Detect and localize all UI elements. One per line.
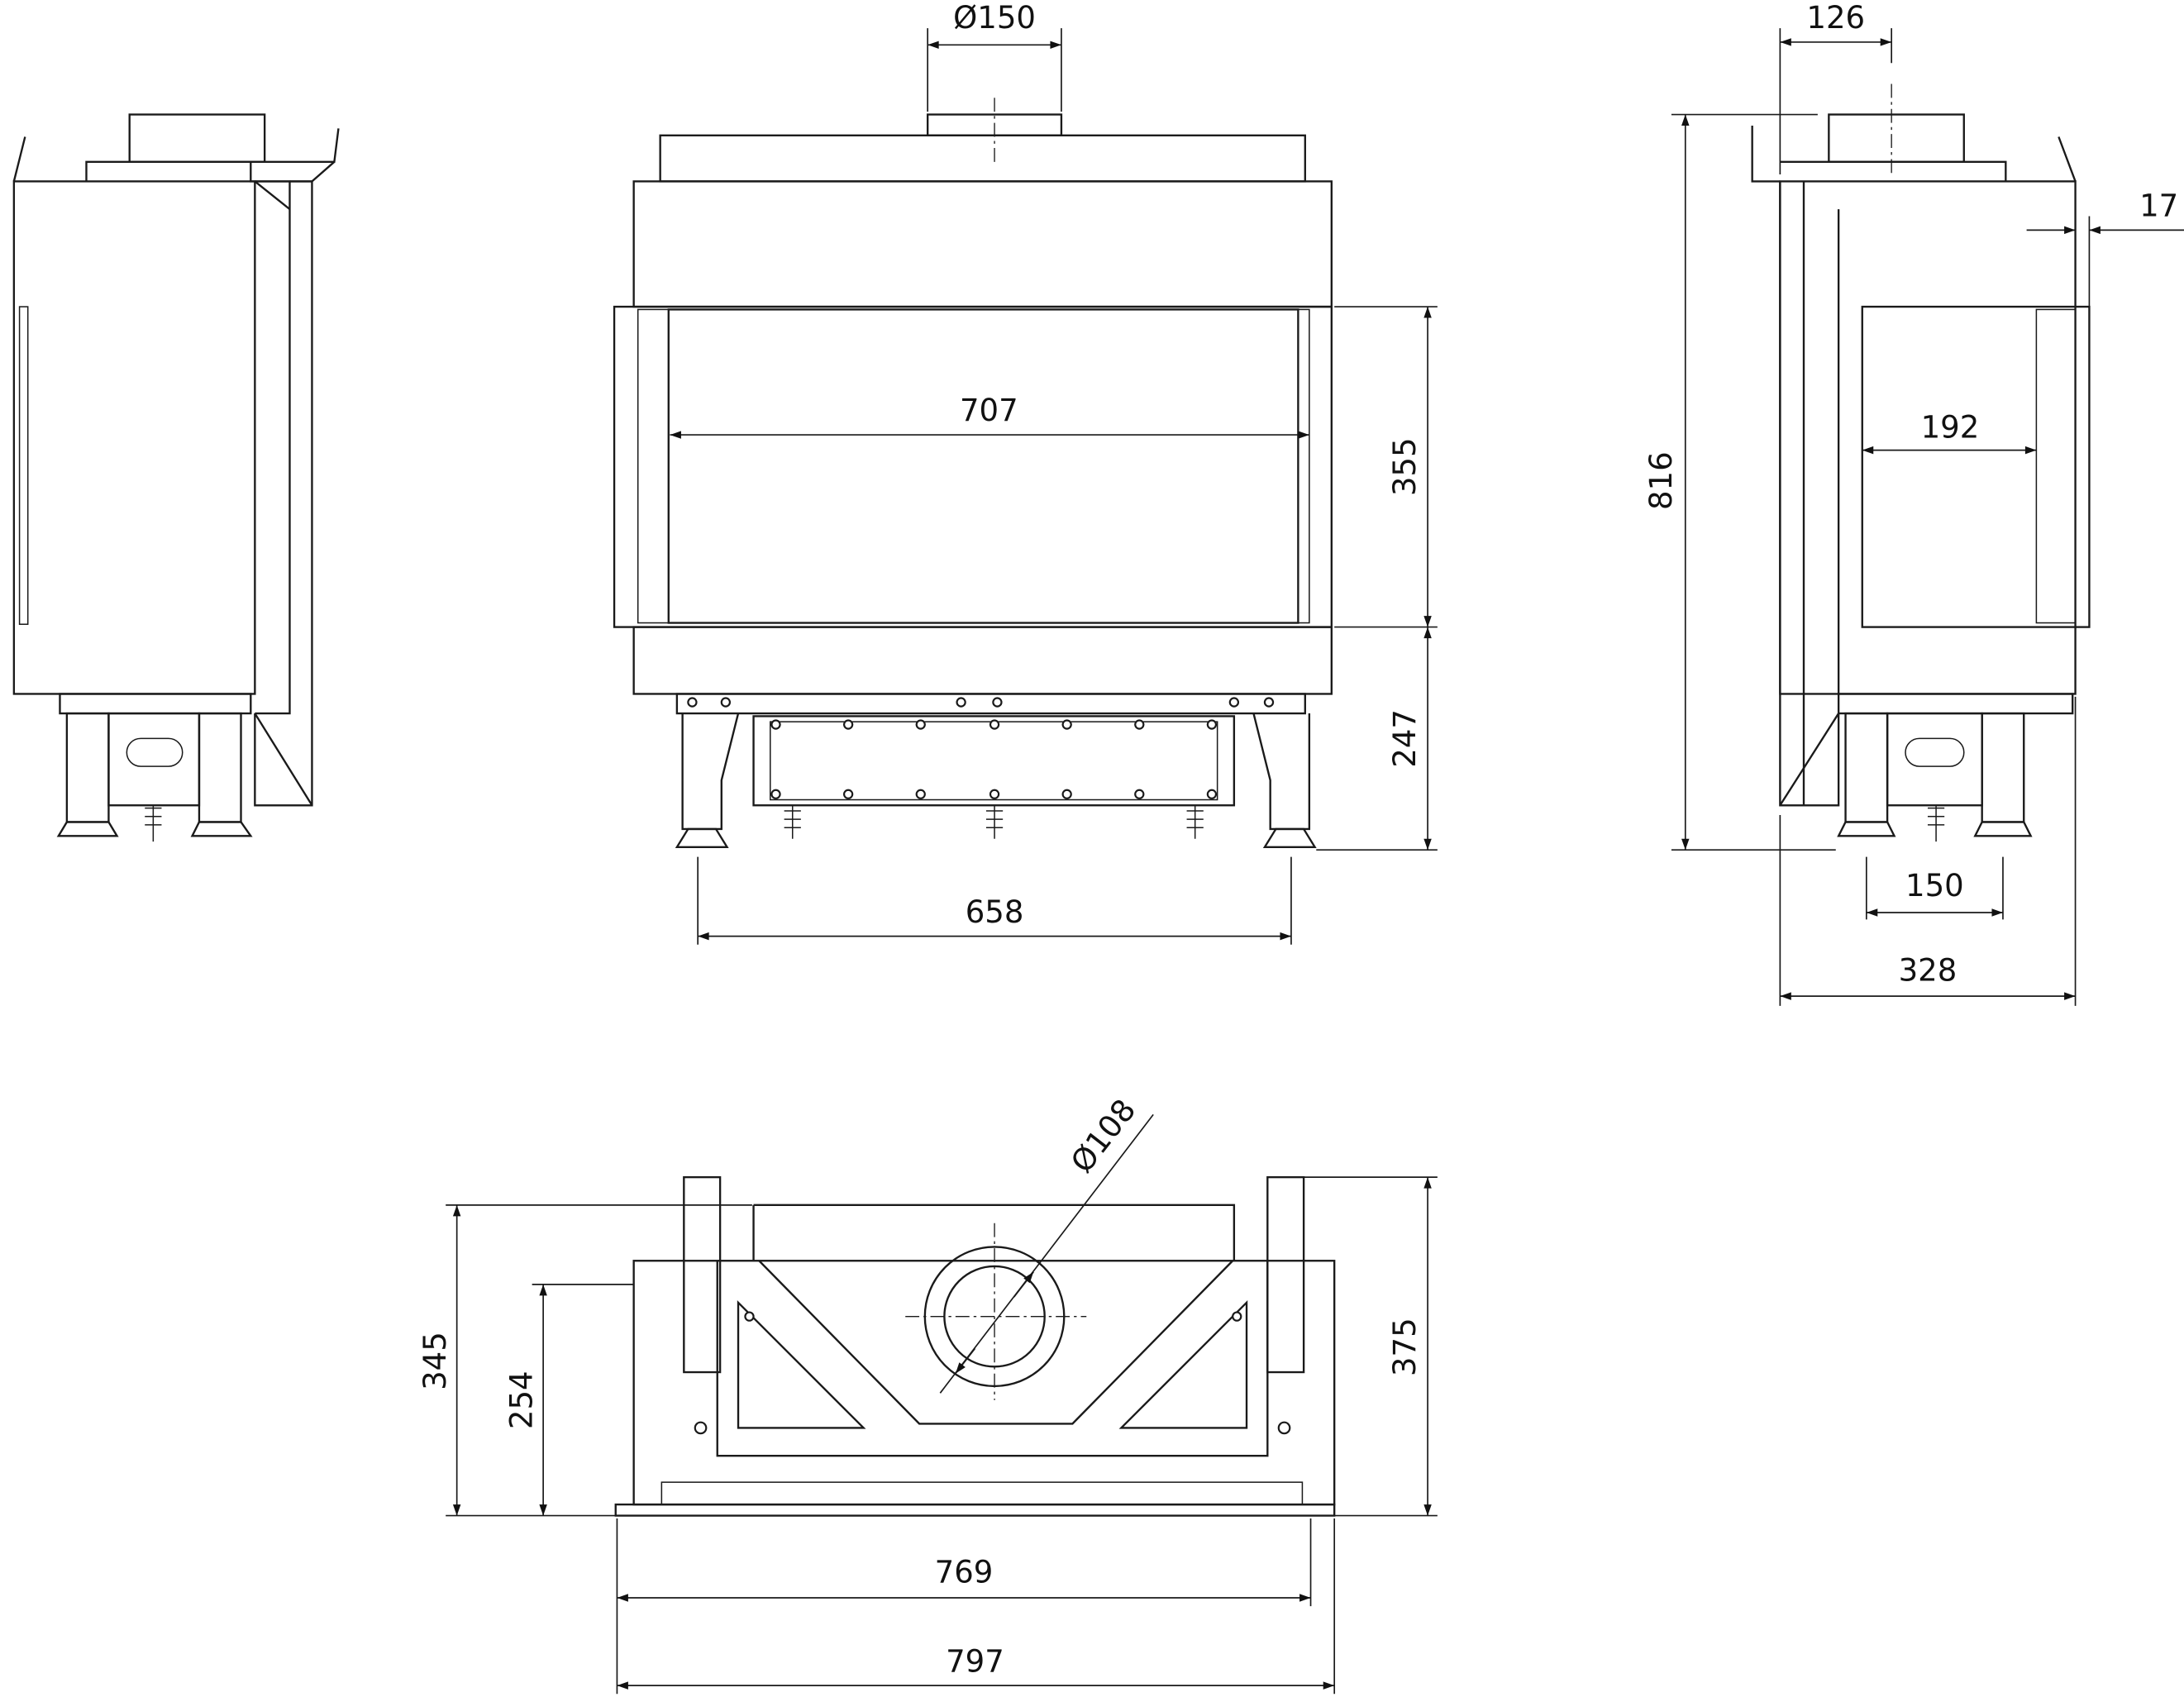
dim-side-leg-span: 150 <box>1905 868 1964 903</box>
ash-box-bolts <box>687 697 1275 799</box>
dim-width-inner: 769 <box>935 1554 994 1590</box>
dim-base-height: 247 <box>1387 709 1423 768</box>
dim-total-height: 816 <box>1643 451 1679 510</box>
dim-glass-width: 707 <box>960 393 1018 428</box>
dim-depth: 328 <box>1899 953 1957 989</box>
dim-side-glass-width: 192 <box>1921 409 1980 445</box>
dim-width-total: 797 <box>946 1643 1004 1679</box>
dim-depth-outer: 345 <box>417 1332 453 1390</box>
dim-flue-diameter: Ø150 <box>953 0 1036 36</box>
front-view <box>613 98 1333 848</box>
dimensions: Ø150 707 355 247 658 126 17 816 192 150 <box>417 0 2184 1695</box>
dim-depth-total: 375 <box>1387 1318 1423 1376</box>
top-view <box>614 1175 1336 1517</box>
dim-outlet-diameter: Ø108 <box>1064 1093 1142 1180</box>
left-side-view <box>12 113 340 842</box>
dim-flue-offset: 126 <box>1806 0 1865 36</box>
dim-depth-inner: 254 <box>504 1370 540 1429</box>
dim-glass-height: 355 <box>1387 437 1423 496</box>
right-side-view <box>1751 83 2091 842</box>
dim-side-offset: 17 <box>2139 188 2178 224</box>
dim-front-leg-span: 658 <box>966 894 1024 930</box>
